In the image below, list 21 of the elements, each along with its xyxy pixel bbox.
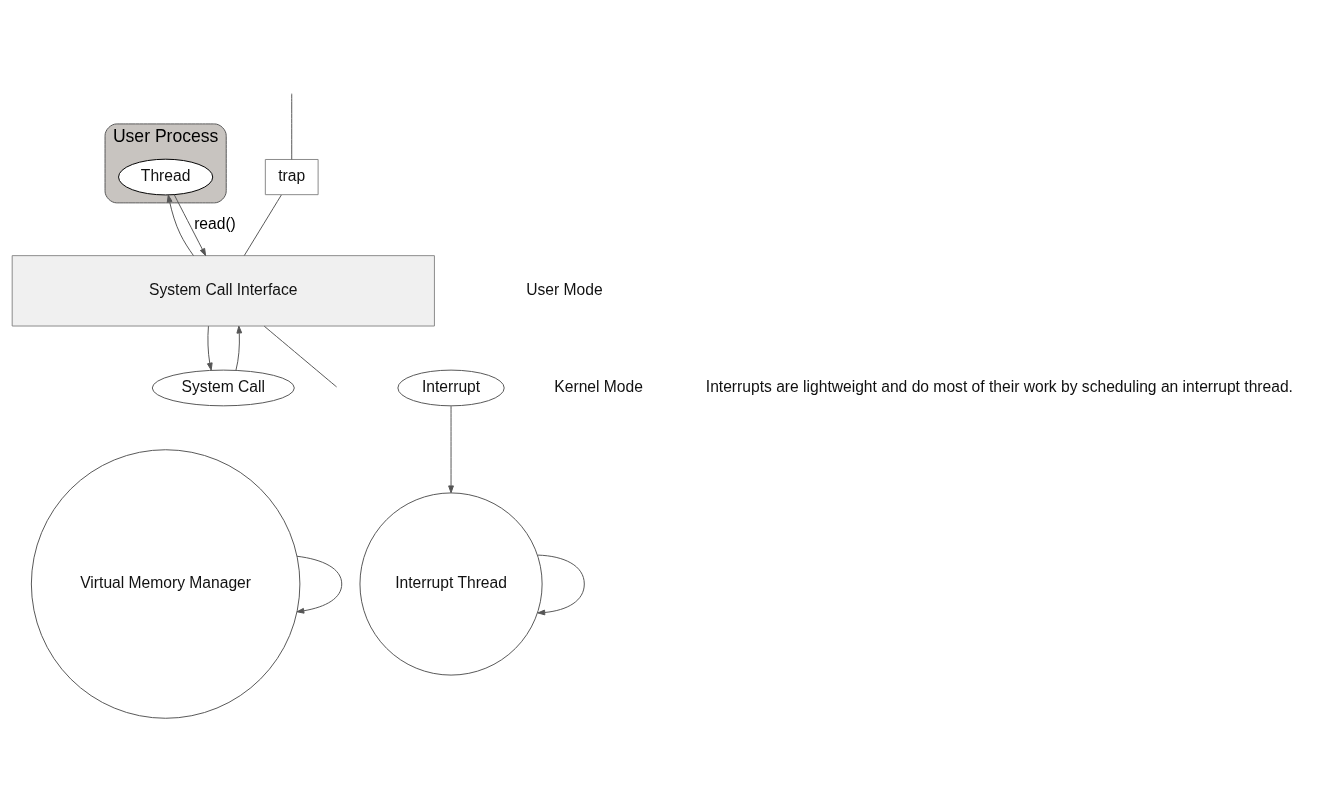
node-box: trap — [264, 158, 319, 195]
arrow — [173, 194, 207, 256]
arrow — [537, 554, 585, 615]
label: Kernel Mode — [554, 377, 643, 395]
label: User Mode — [526, 280, 603, 298]
node-box: System Call Interface — [11, 254, 435, 326]
node-ellipse: Interrupt — [397, 369, 505, 406]
connector — [291, 92, 293, 160]
label: Interrupts are lightweight and do most of their work by scheduling an interrupt thread. — [705, 377, 1293, 395]
node-ellipse: Thread — [118, 158, 214, 195]
arrow — [166, 194, 194, 256]
connector — [243, 194, 282, 256]
arrow — [235, 325, 243, 370]
connector — [263, 325, 338, 387]
arrow — [448, 405, 454, 493]
node-ellipse: System Call — [151, 369, 295, 406]
node-circle: Virtual Memory Manager — [30, 448, 301, 719]
edge-label: read() — [194, 214, 236, 232]
arrow — [206, 325, 213, 370]
arrow — [296, 555, 343, 614]
node-circle: Interrupt Thread — [359, 491, 543, 676]
